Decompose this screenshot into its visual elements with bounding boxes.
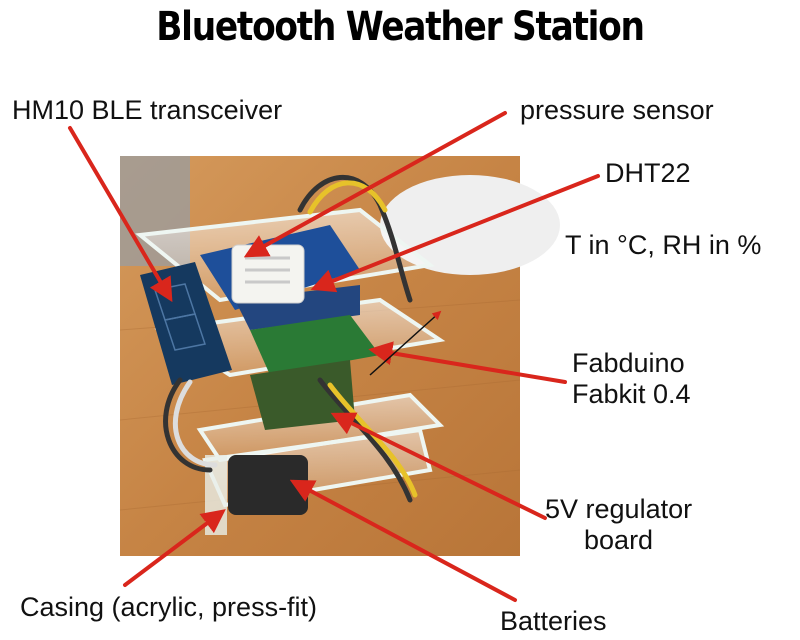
label-pressure-sensor: pressure sensor <box>520 95 714 125</box>
arrow-hm10 <box>68 126 173 303</box>
page-title: Bluetooth Weather Station <box>156 4 645 50</box>
label-fabduino-line2: Fabkit 0.4 <box>572 379 691 410</box>
fabduino-pcb <box>250 315 380 375</box>
arrow-dht22 <box>310 174 600 293</box>
label-fabduino-line1: Fabduino <box>572 348 685 378</box>
arrow-fabduino <box>368 341 567 384</box>
arrow-pressure <box>243 111 507 258</box>
label-dht22: DHT22 <box>605 158 691 188</box>
label-regulator: 5V regulator board <box>545 494 692 556</box>
label-regulator-line1: 5V regulator <box>545 494 693 524</box>
arrow-casing <box>123 509 226 587</box>
arrow-batteries <box>289 479 517 602</box>
label-fabduino: Fabduino Fabkit 0.4 <box>572 348 691 410</box>
label-batteries: Batteries <box>500 606 607 636</box>
battery-pack <box>228 455 308 515</box>
arrow-regulator <box>330 412 547 520</box>
regulator-pcb <box>250 360 355 430</box>
arrow-internal <box>369 310 442 376</box>
label-casing: Casing (acrylic, press-fit) <box>20 592 318 622</box>
label-t-rh: T in °C, RH in % <box>565 230 762 260</box>
label-regulator-line2: board <box>584 525 654 556</box>
label-hm10: HM10 BLE transceiver <box>12 95 283 125</box>
